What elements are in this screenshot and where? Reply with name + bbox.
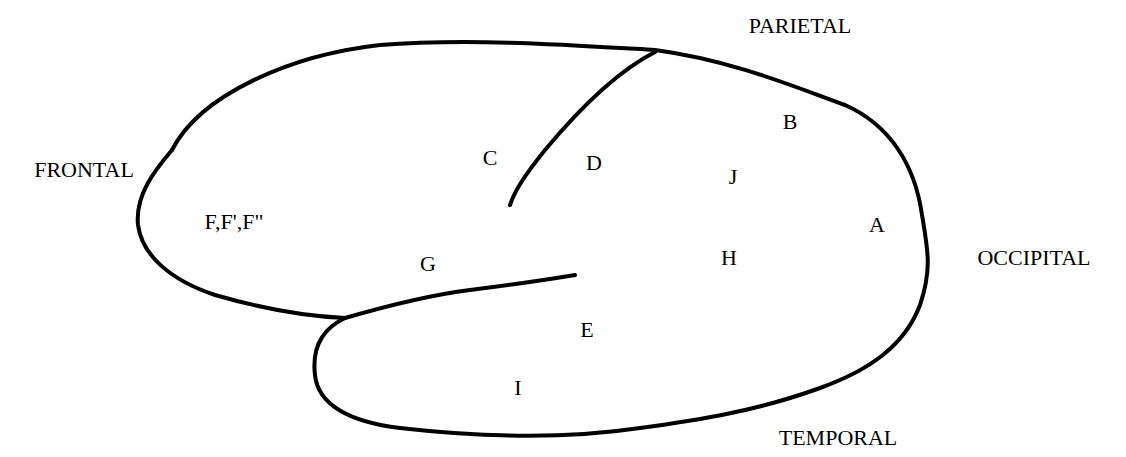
brain-outline	[172, 42, 928, 428]
lobe-label: PARIETAL	[749, 15, 852, 37]
callout-letter: H	[721, 247, 737, 269]
lateral-sulcus	[345, 275, 575, 318]
callout-letter: B	[783, 111, 798, 133]
callout-letter: E	[580, 319, 593, 341]
callout-letter: C	[483, 147, 498, 169]
central-sulcus	[510, 52, 655, 205]
callout-letter: I	[514, 377, 521, 399]
callout-letter: D	[586, 152, 602, 174]
callout-letter: A	[869, 214, 885, 236]
callout-letter: G	[420, 253, 436, 275]
lobe-label: TEMPORAL	[779, 427, 898, 449]
callout-letter: J	[729, 166, 738, 188]
lobe-label: OCCIPITAL	[977, 247, 1090, 269]
temporal-outline	[314, 318, 640, 436]
lobe-label: FRONTAL	[34, 159, 134, 181]
callout-letter: F,F',F"	[205, 211, 264, 233]
brain-outline	[138, 150, 345, 318]
